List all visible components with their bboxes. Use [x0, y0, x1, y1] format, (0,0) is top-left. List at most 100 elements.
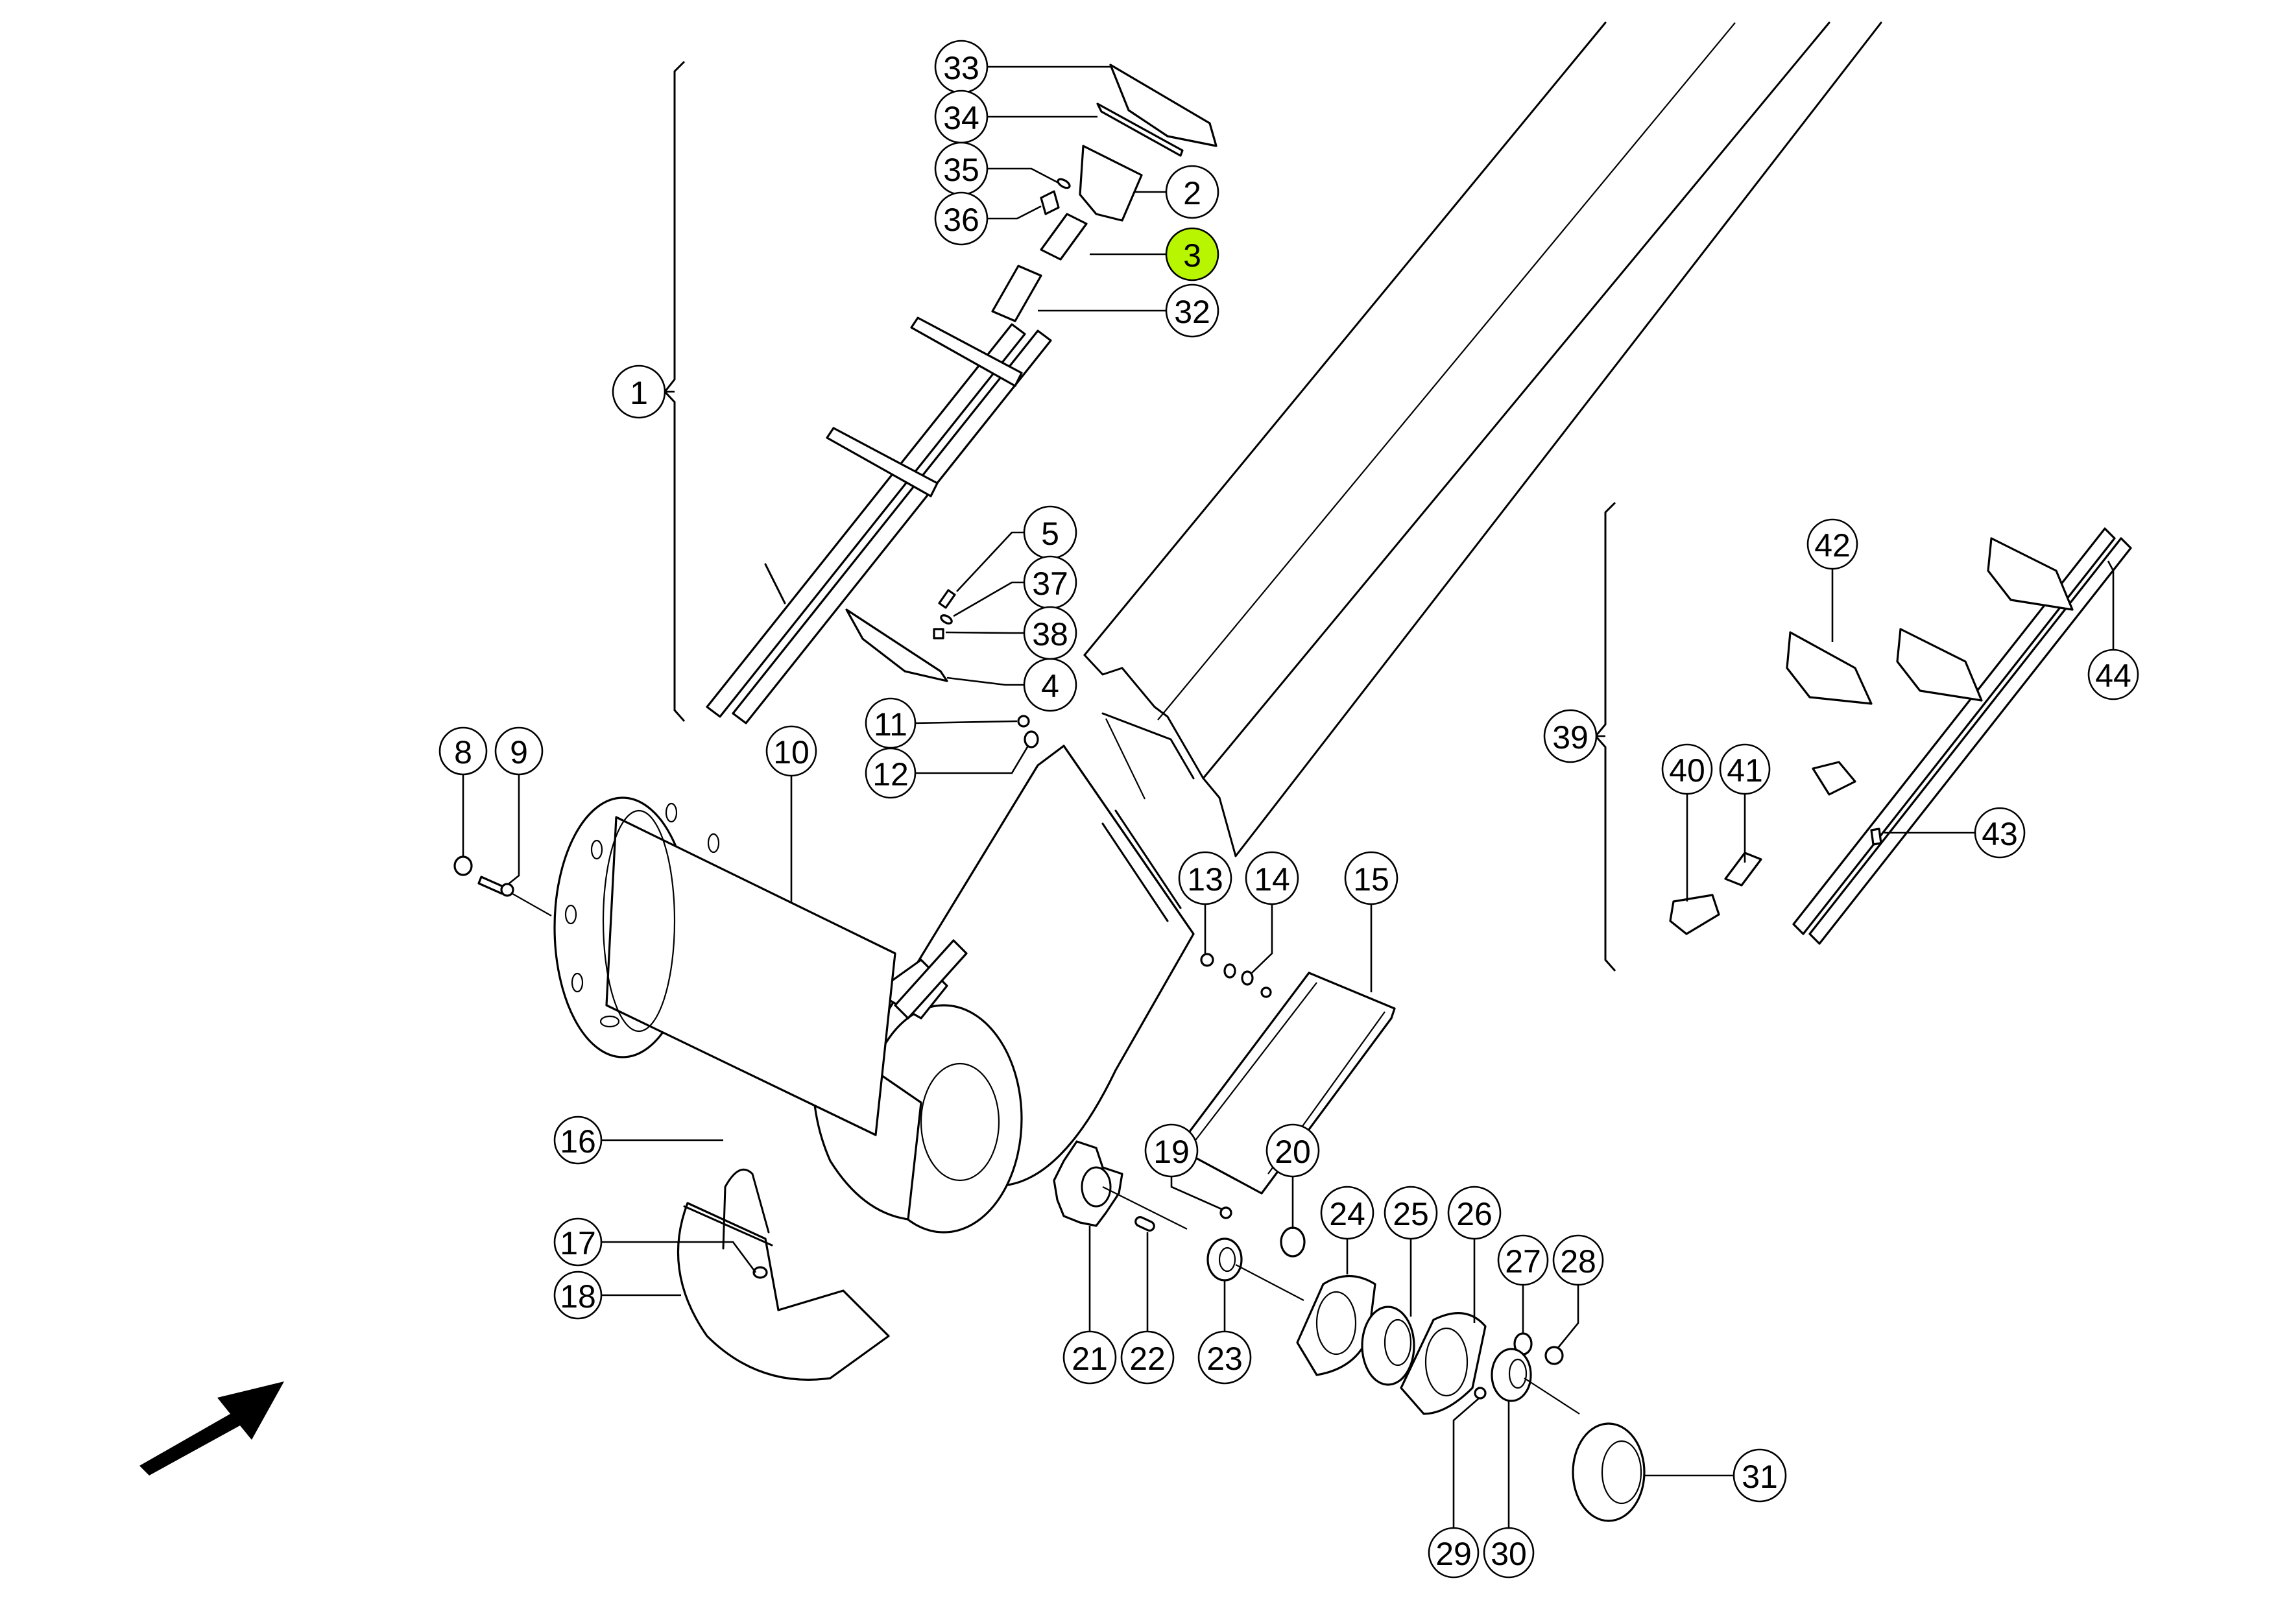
- callout-34[interactable]: 34: [934, 90, 989, 144]
- callout-23[interactable]: 23: [1197, 1330, 1252, 1385]
- callout-3[interactable]: 3: [1165, 227, 1219, 281]
- callout-label: 17: [560, 1225, 596, 1261]
- callout-label: 16: [560, 1123, 596, 1160]
- part-2-bracket: [1079, 145, 1143, 222]
- callout-label: 40: [1669, 752, 1705, 789]
- callout-12[interactable]: 12: [865, 747, 917, 799]
- callout-21[interactable]: 21: [1062, 1330, 1117, 1385]
- callout-44[interactable]: 44: [2087, 649, 2139, 700]
- part-36-screw: [1040, 190, 1060, 215]
- callout-label: 21: [1072, 1341, 1108, 1377]
- part-41-link: [1724, 852, 1762, 887]
- callout-13[interactable]: 13: [1178, 851, 1232, 905]
- callout-circle[interactable]: [765, 725, 817, 777]
- callout-31[interactable]: 31: [1733, 1448, 1787, 1503]
- assembly-39-chain: [1786, 527, 2132, 945]
- callout-label: 35: [943, 152, 979, 188]
- callout-19[interactable]: 19: [1144, 1123, 1199, 1178]
- callout-circle[interactable]: [1806, 518, 1858, 570]
- callout-42[interactable]: 42: [1806, 518, 1858, 570]
- callout-16[interactable]: 16: [553, 1116, 603, 1165]
- part-11-nut: [1017, 715, 1030, 728]
- callout-35[interactable]: 35: [934, 141, 989, 196]
- callout-14[interactable]: 14: [1245, 851, 1299, 905]
- callout-26[interactable]: 26: [1447, 1186, 1502, 1240]
- callout-label: 24: [1329, 1196, 1365, 1232]
- callout-41[interactable]: 41: [1719, 743, 1771, 795]
- part-21-sprocket: [1053, 1140, 1188, 1230]
- callout-40[interactable]: 40: [1661, 743, 1713, 795]
- callout-29[interactable]: 29: [1428, 1527, 1480, 1579]
- callout-11[interactable]: 11: [865, 697, 917, 749]
- callout-circle[interactable]: [1144, 1123, 1199, 1178]
- callout-circle[interactable]: [1719, 743, 1771, 795]
- part-22-key: [1134, 1216, 1155, 1232]
- callout-circle[interactable]: [1384, 1186, 1438, 1240]
- callout-4[interactable]: 4: [1023, 658, 1077, 712]
- callout-circle[interactable]: [1344, 851, 1398, 905]
- callout-circle[interactable]: [1165, 165, 1219, 219]
- callout-30[interactable]: 30: [1483, 1527, 1535, 1579]
- part-40-link: [1669, 894, 1720, 935]
- part-38-spacer: [933, 628, 944, 639]
- callout-33[interactable]: 33: [934, 40, 989, 94]
- callout-20[interactable]: 20: [1265, 1123, 1320, 1178]
- callout-38[interactable]: 38: [1023, 606, 1077, 660]
- callout-9[interactable]: 9: [494, 726, 544, 776]
- callout-32[interactable]: 32: [1165, 283, 1219, 338]
- callout-17[interactable]: 17: [553, 1217, 603, 1267]
- callout-circle[interactable]: [1483, 1527, 1535, 1579]
- callout-circle[interactable]: [1661, 743, 1713, 795]
- callout-18[interactable]: 18: [553, 1271, 603, 1320]
- part-8-washer: [453, 855, 473, 876]
- part-28-nut: [1544, 1346, 1564, 1365]
- callout-circle[interactable]: [1552, 1234, 1604, 1286]
- callout-circle[interactable]: [438, 726, 488, 776]
- callout-circle[interactable]: [1428, 1527, 1480, 1579]
- callout-circle-highlighted[interactable]: [1165, 227, 1219, 281]
- callout-25[interactable]: 25: [1384, 1186, 1438, 1240]
- callout-10[interactable]: 10: [765, 725, 817, 777]
- callout-label: 10: [773, 734, 810, 770]
- callout-circle[interactable]: [494, 726, 544, 776]
- callout-1[interactable]: 1: [612, 364, 666, 419]
- callout-circle[interactable]: [1197, 1330, 1252, 1385]
- callout-circle[interactable]: [1320, 1186, 1374, 1240]
- callout-circle[interactable]: [553, 1217, 603, 1267]
- callout-circle[interactable]: [1733, 1448, 1787, 1503]
- callout-24[interactable]: 24: [1320, 1186, 1374, 1240]
- callout-43[interactable]: 43: [1974, 807, 2026, 859]
- callout-2[interactable]: 2: [1165, 165, 1219, 219]
- callout-circle[interactable]: [1543, 709, 1598, 763]
- callout-circle[interactable]: [1062, 1330, 1117, 1385]
- callout-37[interactable]: 37: [1023, 555, 1077, 610]
- callout-27[interactable]: 27: [1497, 1234, 1549, 1286]
- callout-circle[interactable]: [1023, 606, 1077, 660]
- callout-circle[interactable]: [865, 747, 917, 799]
- callout-circle[interactable]: [1165, 283, 1219, 338]
- callout-circle[interactable]: [1265, 1123, 1320, 1178]
- callout-circle[interactable]: [612, 364, 666, 419]
- callout-circle[interactable]: [2087, 649, 2139, 700]
- callout-39[interactable]: 39: [1543, 709, 1598, 763]
- callout-circle[interactable]: [1178, 851, 1232, 905]
- callout-15[interactable]: 15: [1344, 851, 1398, 905]
- callout-circle[interactable]: [1120, 1330, 1175, 1385]
- callout-label: 19: [1153, 1134, 1190, 1170]
- callout-22[interactable]: 22: [1120, 1330, 1175, 1385]
- callout-circle[interactable]: [934, 191, 989, 246]
- part-30-locking-collar: [1491, 1348, 1580, 1415]
- callout-circle[interactable]: [1447, 1186, 1502, 1240]
- callout-circle[interactable]: [1974, 807, 2026, 859]
- callout-36[interactable]: 36: [934, 191, 989, 246]
- callout-5[interactable]: 5: [1023, 505, 1077, 560]
- callout-circle[interactable]: [1245, 851, 1299, 905]
- callout-circle[interactable]: [1497, 1234, 1549, 1286]
- assembly-1-chain: [706, 316, 1052, 724]
- callout-circle[interactable]: [553, 1271, 603, 1320]
- part-16-u-bolt: [722, 1168, 770, 1250]
- callout-28[interactable]: 28: [1552, 1234, 1604, 1286]
- callout-8[interactable]: 8: [438, 726, 488, 776]
- callout-label: 43: [1982, 816, 2018, 852]
- callout-circle[interactable]: [553, 1116, 603, 1165]
